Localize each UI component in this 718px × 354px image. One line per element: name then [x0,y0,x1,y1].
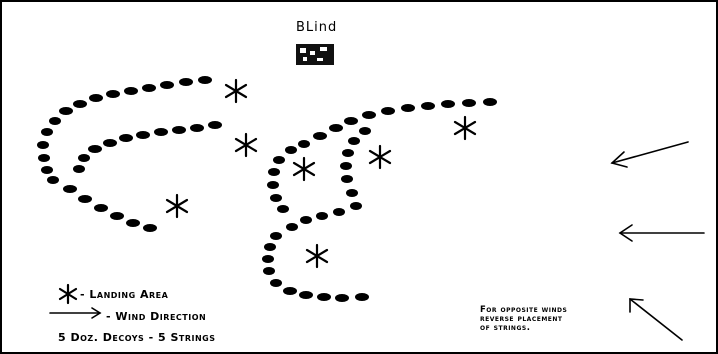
note-line: of strings. [480,324,630,333]
landing-area-marker [455,117,475,139]
wind-arrow [620,225,704,241]
legend-landing-area-icon [60,285,76,303]
landing-area-marker [236,134,256,156]
blind-icon [296,44,334,65]
decoy-string-center-lower [262,232,369,302]
legend-wind-direction-icon [50,308,100,318]
legend-decoys-label: 5 Doz. Decoys - 5 Strings [58,331,216,344]
landing-area-marker [226,80,246,102]
wind-arrow-reverse [630,299,682,340]
landing-area-marker [167,195,187,217]
landing-area-marker [294,158,314,180]
legend-landing-area-label: - Landing Area [80,288,168,301]
landing-area-marker [370,146,390,168]
decoy-string-left-inner [63,121,222,232]
legend-wind-direction-label: - Wind Direction [106,310,206,323]
blind-label: BLind [296,20,337,35]
wind-arrow [612,142,688,167]
opposite-winds-note: For opposite winds reverse placement of … [480,306,630,333]
landing-area-marker [307,245,327,267]
